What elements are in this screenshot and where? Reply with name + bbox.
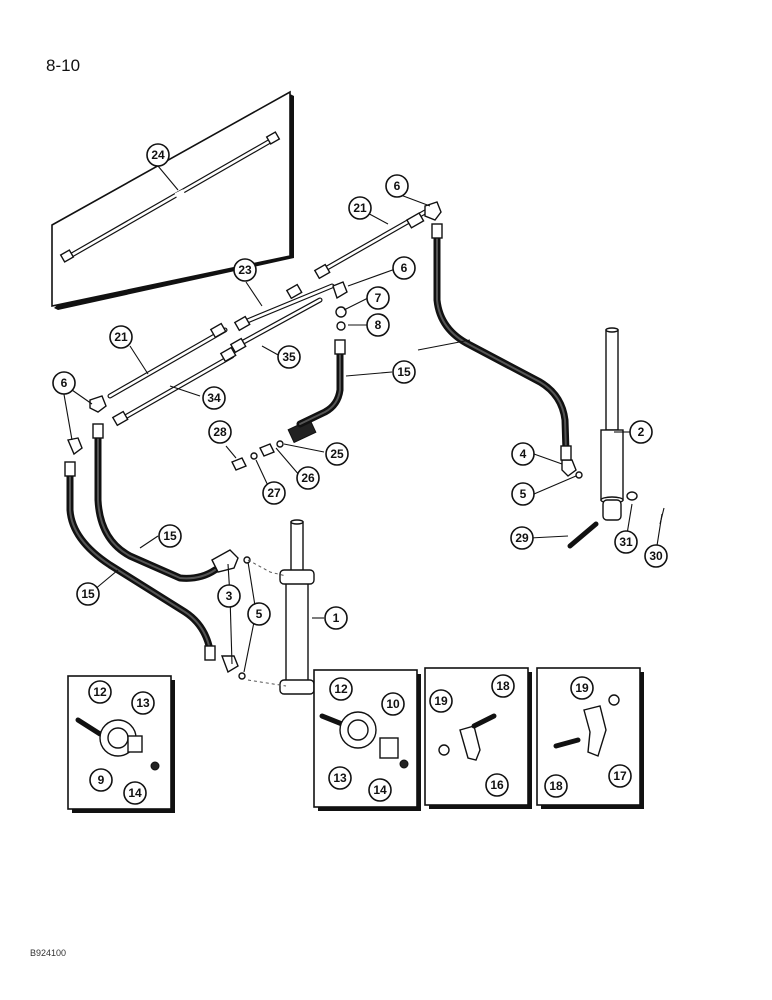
svg-text:17: 17 — [613, 769, 627, 783]
callout-21-left: 21 — [109, 325, 133, 349]
svg-text:24: 24 — [151, 148, 165, 162]
callout-35: 35 — [277, 345, 301, 369]
callout-12-panel2: 12 — [329, 677, 353, 701]
callout-34: 34 — [202, 386, 226, 410]
svg-text:28: 28 — [213, 425, 227, 439]
callout-9: 9 — [89, 768, 113, 792]
callout-14-panel1: 14 — [123, 781, 147, 805]
callout-3: 3 — [217, 584, 241, 608]
callout-30: 30 — [644, 544, 668, 568]
svg-text:18: 18 — [496, 679, 510, 693]
svg-text:15: 15 — [397, 365, 411, 379]
callout-8: 8 — [366, 313, 390, 337]
callout-31: 31 — [614, 530, 638, 554]
svg-text:16: 16 — [490, 778, 504, 792]
svg-text:27: 27 — [267, 486, 281, 500]
svg-text:15: 15 — [163, 529, 177, 543]
svg-text:35: 35 — [282, 350, 296, 364]
svg-text:23: 23 — [238, 263, 252, 277]
svg-text:13: 13 — [136, 696, 150, 710]
svg-text:19: 19 — [434, 694, 448, 708]
callout-5-center: 5 — [247, 602, 271, 626]
svg-text:9: 9 — [98, 773, 105, 787]
callout-14-panel2: 14 — [368, 778, 392, 802]
svg-text:10: 10 — [386, 697, 400, 711]
svg-text:6: 6 — [401, 261, 408, 275]
svg-text:26: 26 — [301, 471, 315, 485]
callout-6-mid: 6 — [392, 256, 416, 280]
callout-16: 16 — [485, 773, 509, 797]
svg-text:6: 6 — [394, 179, 401, 193]
svg-text:7: 7 — [375, 291, 382, 305]
page-number: 8-10 — [46, 56, 81, 75]
inset-panel-tube-24 — [51, 90, 294, 310]
svg-text:18: 18 — [549, 779, 563, 793]
callout-13-panel1: 13 — [131, 691, 155, 715]
svg-text:12: 12 — [93, 685, 107, 699]
callout-15-upper: 15 — [392, 360, 416, 384]
svg-text:13: 13 — [333, 771, 347, 785]
svg-text:15: 15 — [81, 587, 95, 601]
callout-15-lower: 15 — [76, 582, 100, 606]
callout-5-right: 5 — [511, 482, 535, 506]
callout-7: 7 — [366, 286, 390, 310]
callout-13-panel2: 13 — [328, 766, 352, 790]
callout-26: 26 — [296, 466, 320, 490]
panel-3 — [424, 667, 532, 809]
tube-assemblies — [107, 209, 428, 427]
callout-12-panel1: 12 — [88, 680, 112, 704]
callout-17: 17 — [608, 764, 632, 788]
svg-text:1: 1 — [333, 611, 340, 625]
svg-text:31: 31 — [619, 535, 633, 549]
callout-2: 2 — [629, 420, 653, 444]
svg-text:12: 12 — [334, 682, 348, 696]
callout-25: 25 — [325, 442, 349, 466]
callout-28: 28 — [208, 420, 232, 444]
svg-text:14: 14 — [373, 783, 387, 797]
svg-text:4: 4 — [520, 447, 527, 461]
callout-1: 1 — [324, 606, 348, 630]
callout-15-mid: 15 — [158, 524, 182, 548]
callout-19-panel4: 19 — [570, 676, 594, 700]
callout-4: 4 — [511, 442, 535, 466]
callout-18-panel3: 18 — [491, 674, 515, 698]
hoses — [64, 223, 572, 680]
fittings — [67, 201, 665, 549]
svg-text:29: 29 — [515, 531, 529, 545]
figure-code: B924100 — [30, 948, 67, 958]
svg-text:34: 34 — [207, 391, 221, 405]
svg-text:3: 3 — [226, 589, 233, 603]
callout-10: 10 — [381, 692, 405, 716]
svg-text:8: 8 — [375, 318, 382, 332]
svg-text:2: 2 — [638, 425, 645, 439]
svg-text:6: 6 — [61, 376, 68, 390]
svg-text:5: 5 — [520, 487, 527, 501]
callout-24: 24 — [146, 143, 170, 167]
svg-text:21: 21 — [114, 330, 128, 344]
svg-text:14: 14 — [128, 786, 142, 800]
callout-19-panel3: 19 — [429, 689, 453, 713]
cylinder-2 — [600, 327, 624, 521]
callout-18-panel4: 18 — [544, 774, 568, 798]
cylinder-1 — [247, 519, 315, 695]
callout-6-left: 6 — [52, 371, 76, 395]
svg-text:30: 30 — [649, 549, 663, 563]
callout-27: 27 — [262, 481, 286, 505]
svg-text:21: 21 — [353, 201, 367, 215]
svg-text:19: 19 — [575, 681, 589, 695]
panel-1 — [67, 675, 175, 813]
svg-text:25: 25 — [330, 447, 344, 461]
callout-21-top: 21 — [348, 196, 372, 220]
callout-6-top: 6 — [385, 174, 409, 198]
callout-23: 23 — [233, 258, 257, 282]
callout-29: 29 — [510, 526, 534, 550]
svg-text:5: 5 — [256, 607, 263, 621]
